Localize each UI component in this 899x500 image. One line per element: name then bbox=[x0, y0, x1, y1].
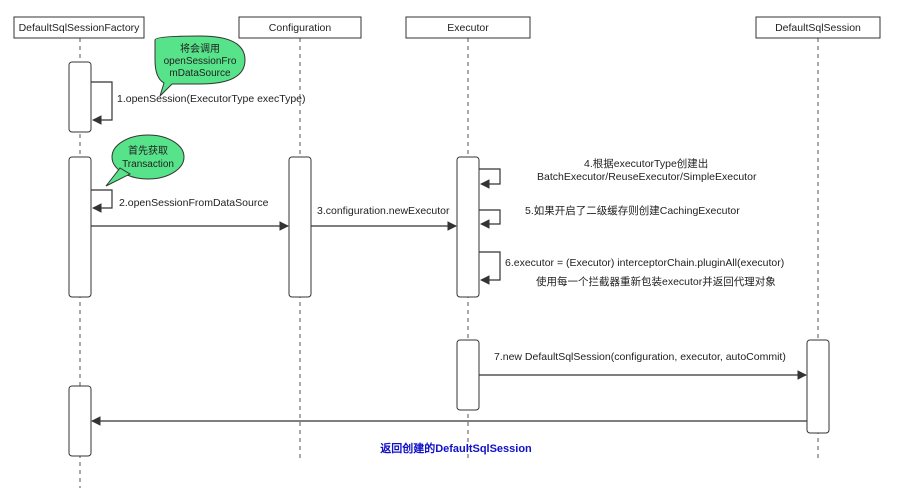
activation-factory-1 bbox=[68, 61, 92, 133]
note-line: 将会调用 bbox=[180, 42, 220, 55]
note-line: openSessionFro bbox=[164, 56, 237, 67]
message-7-label: 7.new DefaultSqlSession(configuration, e… bbox=[494, 351, 786, 363]
activation-executor-2 bbox=[456, 339, 480, 411]
activation-configuration bbox=[288, 156, 312, 298]
note-transaction: 首先获取 Transaction bbox=[105, 134, 185, 187]
activation-factory-3 bbox=[68, 385, 92, 457]
note-openSessionFromDataSource: 将会调用 openSessionFro mDataSource bbox=[154, 35, 246, 97]
participant-label: Executor bbox=[447, 22, 489, 34]
note-line: Transaction bbox=[122, 159, 174, 170]
participant-configuration: Configuration bbox=[238, 16, 362, 39]
participant-label: DefaultSqlSession bbox=[775, 22, 861, 34]
participant-defaultsqlsessionfactory: DefaultSqlSessionFactory bbox=[13, 16, 145, 39]
note-line: 首先获取 bbox=[128, 144, 168, 157]
participant-defaultsqlsession: DefaultSqlSession bbox=[755, 16, 881, 39]
message-4-arrow bbox=[479, 168, 501, 189]
note-line: mDataSource bbox=[169, 68, 231, 79]
message-6-label-line1: 6.executor = (Executor) interceptorChain… bbox=[505, 257, 784, 269]
message-5-label: 5.如果开启了二级缓存则创建CachingExecutor bbox=[525, 204, 740, 217]
message-1-label: 1.openSession(ExecutorType execType) bbox=[117, 93, 306, 105]
message-2-arrow bbox=[91, 189, 113, 213]
message-3-label: 3.configuration.newExecutor bbox=[317, 205, 450, 217]
participant-label: DefaultSqlSessionFactory bbox=[19, 22, 141, 34]
return-label: 返回创建的DefaultSqlSession bbox=[380, 441, 532, 455]
message-1-arrow bbox=[91, 81, 113, 125]
activation-defaultsqlsession bbox=[806, 339, 830, 434]
activation-factory-2 bbox=[68, 156, 92, 298]
message-4-label-line2: BatchExecutor/ReuseExecutor/SimpleExecut… bbox=[537, 171, 757, 183]
message-6-arrow bbox=[479, 251, 501, 285]
message-4-label-line1: 4.根据executorType创建出 bbox=[584, 157, 708, 170]
participant-label: Configuration bbox=[269, 22, 332, 34]
message-6-label-line2: 使用每一个拦截器重新包装executor并返回代理对象 bbox=[536, 275, 776, 288]
activation-executor-1 bbox=[456, 156, 480, 298]
participant-executor: Executor bbox=[405, 16, 531, 39]
message-2-label: 2.openSessionFromDataSource bbox=[119, 197, 269, 209]
message-5-arrow bbox=[479, 209, 501, 229]
